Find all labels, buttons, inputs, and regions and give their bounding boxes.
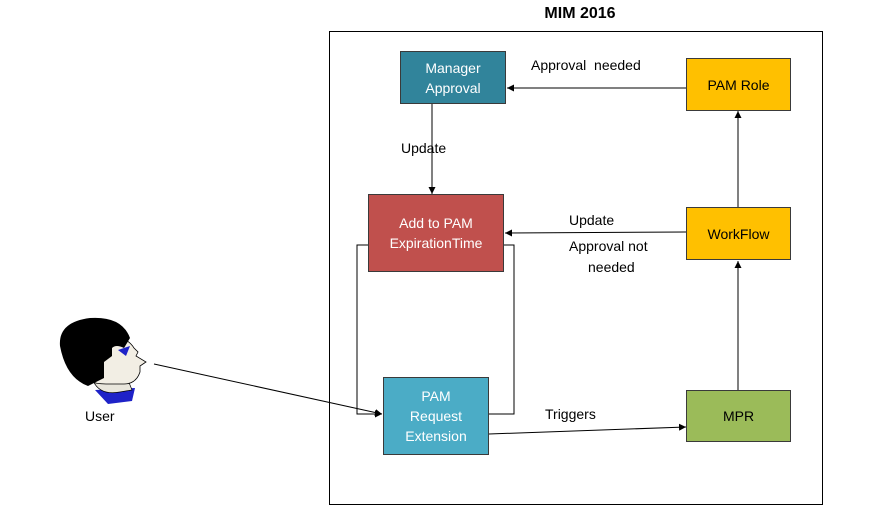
edge-add-right-from-pamrequest: [489, 244, 515, 415]
edge-label-approval-not-needed-2: needed: [588, 259, 635, 275]
pam-role-node: PAM Role: [686, 58, 791, 111]
edge-user-to-pamrequest: [153, 363, 383, 416]
pam-request-line-2: Request: [409, 408, 463, 424]
pam-role-label: PAM Role: [707, 76, 770, 93]
workflow-label: WorkFlow: [707, 225, 770, 242]
pam-request-line-3: Extension: [405, 428, 467, 444]
manager-approval-line-2: Approval: [425, 79, 481, 96]
mpr-label: MPR: [722, 408, 755, 424]
edge-add-left-to-pamrequest: [356, 244, 382, 418]
add-to-pam-line-2: ExpirationTime: [389, 235, 483, 251]
edge-label-update-top: Update: [401, 140, 447, 156]
add-to-pam-line-1: Add to PAM: [399, 215, 473, 231]
add-to-pam-node: Add to PAM ExpirationTime: [368, 194, 504, 272]
manager-approval-node: Manager Approval: [400, 51, 506, 104]
workflow-node: WorkFlow: [686, 207, 791, 260]
edge-workflow-to-add: [504, 229, 687, 237]
edge-label-triggers: Triggers: [545, 406, 596, 422]
edge-pamrequest-to-mpr: [488, 423, 687, 435]
edge-label-update-mid: Update: [569, 212, 615, 228]
user-label: User: [85, 408, 115, 424]
edge-label-approval-not-needed-1: Approval not: [569, 238, 648, 254]
manager-approval-line-1: Manager: [425, 59, 481, 76]
diagram-title: MIM 2016: [544, 5, 616, 22]
mim-boundary: [329, 31, 823, 505]
pam-request-node: PAM Request Extension: [383, 377, 489, 455]
user-icon: [59, 317, 147, 404]
pam-request-line-1: PAM: [421, 388, 451, 404]
edge-label-approval-needed: Approval needed: [531, 57, 641, 73]
mpr-node: MPR: [686, 390, 791, 442]
